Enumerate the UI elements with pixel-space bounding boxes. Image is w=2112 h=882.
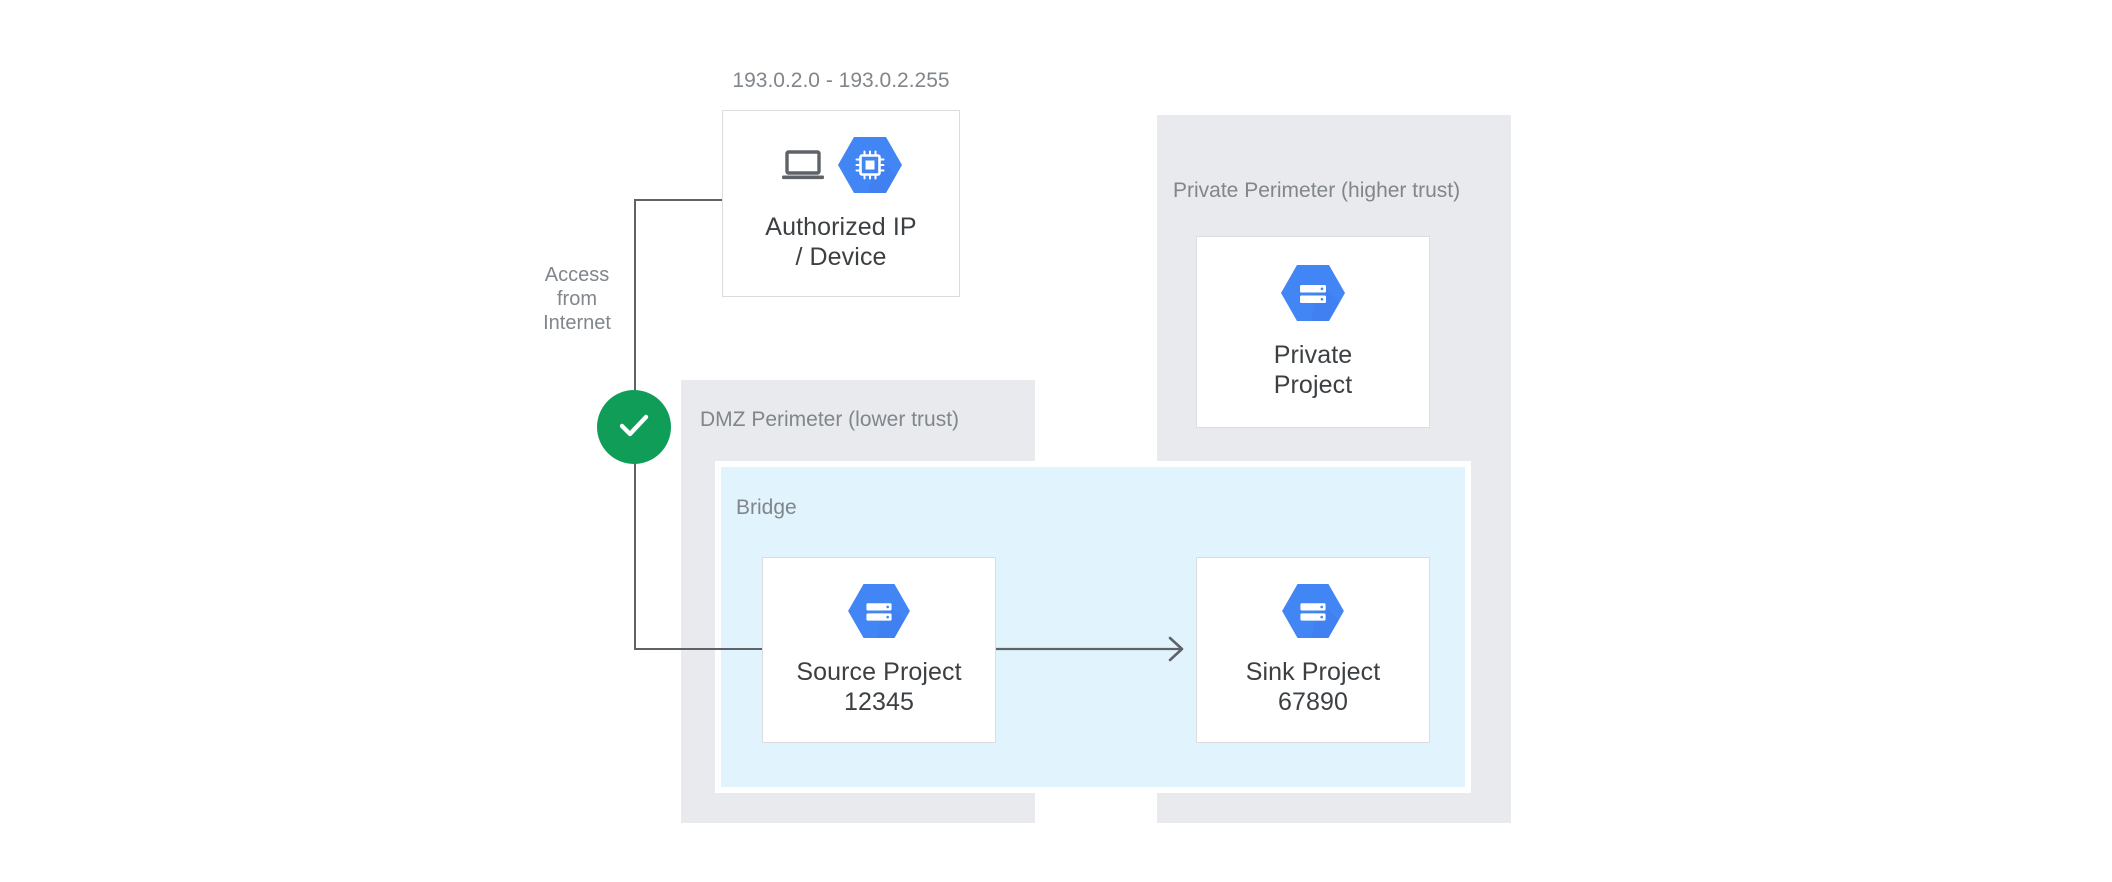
access-label-line3: Internet <box>543 312 611 334</box>
node-source-project-line1: Source Project <box>796 658 962 686</box>
project-hexagon-icon <box>848 583 910 639</box>
compute-chip-hexagon-icon <box>838 136 902 194</box>
node-private-project-line1: Private <box>1273 341 1353 369</box>
node-source-project-line2: 12345 <box>843 688 915 716</box>
node-sink-project-icons <box>1282 583 1344 639</box>
node-sink-project[interactable]: Sink Project 67890 <box>1196 557 1430 743</box>
node-authorized-device-line2: / Device <box>795 242 887 271</box>
perimeter-label-private: Private Perimeter (higher trust) <box>1173 179 1461 202</box>
laptop-icon <box>780 146 826 184</box>
node-private-project-label: Private Project <box>1274 340 1353 400</box>
node-sink-project-label: Sink Project 67890 <box>1246 657 1381 717</box>
node-sink-project-line1: Sink Project <box>1245 658 1381 686</box>
connector-source-to-sink <box>996 636 1184 662</box>
check-icon <box>613 404 655 451</box>
connector-top-horizontal <box>634 199 724 201</box>
node-sink-project-line2: 67890 <box>1277 688 1349 716</box>
ip-range-caption: 193.0.2.0 - 193.0.2.255 <box>732 69 950 92</box>
node-private-project[interactable]: Private Project <box>1196 236 1430 428</box>
node-private-project-line2: Project <box>1273 371 1353 399</box>
node-authorized-device-line1: Authorized IP <box>765 212 917 241</box>
node-private-project-icons <box>1281 264 1345 322</box>
perimeter-label-dmz: DMZ Perimeter (lower trust) <box>700 408 960 431</box>
node-authorized-device-icons <box>780 136 902 194</box>
access-label-line2: from <box>557 288 597 310</box>
access-label-line1: Access <box>544 264 610 286</box>
bridge-label: Bridge <box>736 496 797 519</box>
node-source-project[interactable]: Source Project 12345 <box>762 557 996 743</box>
node-source-project-icons <box>848 583 910 639</box>
access-allowed-check-badge[interactable] <box>597 390 671 464</box>
connector-bottom-horizontal <box>634 648 864 650</box>
project-hexagon-icon <box>1282 583 1344 639</box>
node-authorized-device-label: Authorized IP / Device <box>765 212 916 272</box>
node-source-project-label: Source Project 12345 <box>796 657 961 717</box>
node-authorized-device[interactable]: Authorized IP / Device <box>722 110 960 297</box>
project-hexagon-icon <box>1281 264 1345 322</box>
access-from-internet-label: Access from Internet <box>527 263 627 335</box>
